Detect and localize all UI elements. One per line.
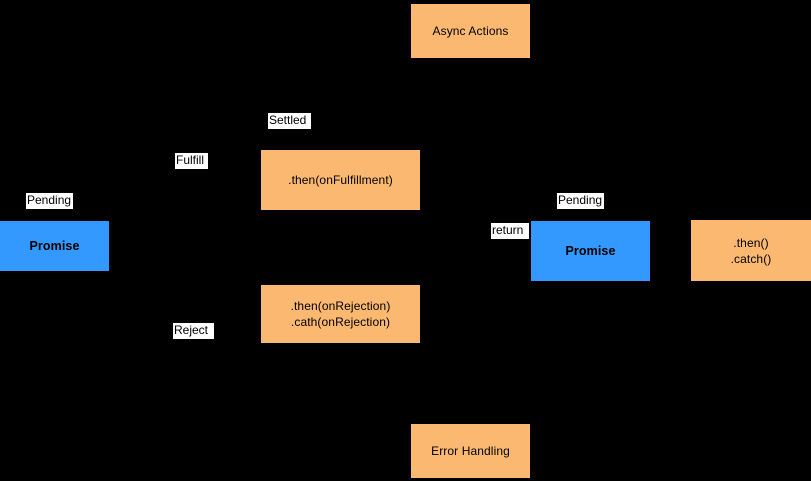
edge-label-return: return <box>491 223 529 239</box>
then-catch-node-line: .then() <box>733 235 769 250</box>
edge-label-pending-right: Pending <box>557 193 604 209</box>
edge-label-fulfill: Fulfill <box>175 153 208 169</box>
error-handling-node-line: Error Handling <box>431 444 510 458</box>
then-on-rejection-node-line: .then(onRejection) <box>290 299 391 313</box>
async-actions-node[interactable]: Async Actions <box>411 4 530 58</box>
promise-node-left-line: Promise <box>29 239 80 253</box>
then-on-fulfillment-node-line: .then(onFulfillment) <box>288 173 393 187</box>
async-actions-node-line: Async Actions <box>432 24 509 38</box>
then-catch-node[interactable]: .then().catch() <box>691 220 811 281</box>
promise-node-left[interactable]: Promise <box>0 221 109 271</box>
then-catch-node-line: .catch() <box>730 251 772 266</box>
edge-label-reject: Reject <box>173 323 214 339</box>
then-on-fulfillment-node[interactable]: .then(onFulfillment) <box>261 150 420 210</box>
edge-label-settled: Settled <box>268 113 311 129</box>
edge-label-pending-left: Pending <box>26 193 73 209</box>
then-on-rejection-node[interactable]: .then(onRejection) .cath(onRejection) <box>261 285 420 343</box>
then-on-rejection-node-line: .cath(onRejection) <box>290 315 391 329</box>
promise-node-right[interactable]: Promise <box>531 221 650 281</box>
error-handling-node[interactable]: Error Handling <box>411 424 530 478</box>
promise-node-right-line: Promise <box>565 244 616 258</box>
